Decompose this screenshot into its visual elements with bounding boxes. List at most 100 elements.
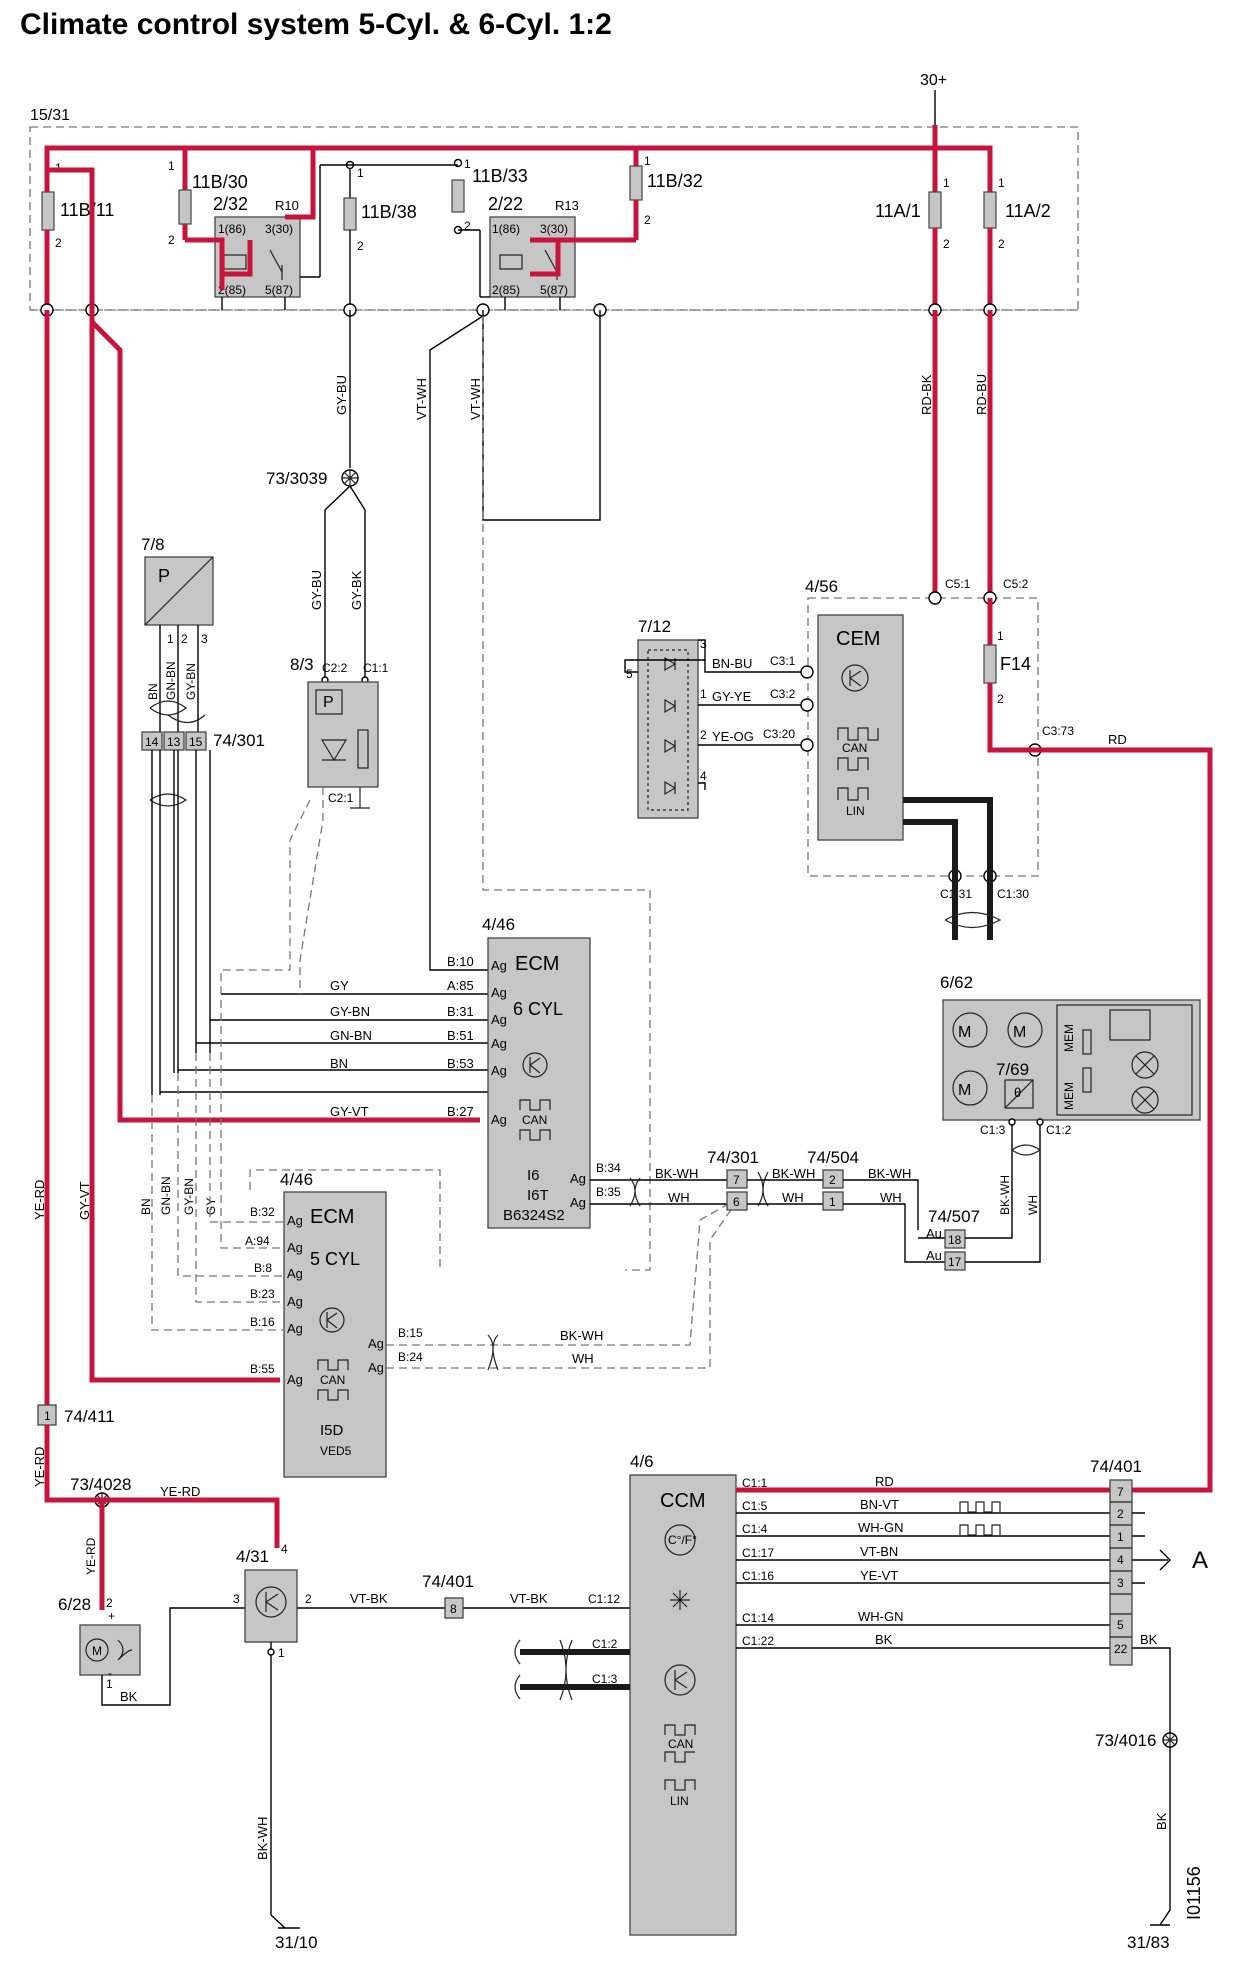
connector-74-401-inline: 74/401 8 (422, 1572, 474, 1619)
connector-74-507: 74/507 18 17 Au Au (926, 1207, 980, 1271)
svg-text:VT-BK: VT-BK (510, 1591, 548, 1606)
connector-74-401: 74/401 7 2 1 4 3 5 22 (1090, 1457, 1142, 1666)
fuse-11b-38: 1 2 11B/38 (343, 165, 417, 310)
svg-text:A:94: A:94 (245, 1234, 270, 1248)
fuse-11b-11: 1 2 11B/11 (41, 153, 114, 310)
svg-text:1: 1 (278, 1646, 285, 1660)
svg-text:11B/32: 11B/32 (647, 171, 703, 191)
svg-text:Ag: Ag (368, 1360, 384, 1375)
svg-text:2: 2 (829, 1173, 836, 1187)
svg-text:WH: WH (668, 1190, 690, 1205)
svg-text:2: 2 (700, 728, 707, 742)
svg-text:Ag: Ag (287, 1372, 303, 1387)
page-title: Climate control system 5-Cyl. & 6-Cyl. 1… (20, 8, 612, 41)
svg-text:7: 7 (1117, 1485, 1124, 1499)
svg-text:YE-RD: YE-RD (160, 1484, 200, 1499)
power-bus (44, 125, 993, 160)
svg-text:-: - (108, 1666, 112, 1680)
svg-text:5: 5 (1117, 1618, 1124, 1632)
svg-text:WH: WH (572, 1351, 594, 1366)
svg-text:BK-WH: BK-WH (655, 1166, 698, 1181)
svg-text:1: 1 (168, 159, 175, 173)
svg-text:1: 1 (106, 1677, 113, 1691)
svg-text:GN-BN: GN-BN (330, 1028, 372, 1043)
svg-text:BN-VT: BN-VT (860, 1497, 899, 1512)
splice-73-4016: 73/4016 (1095, 1731, 1178, 1750)
svg-text:Ag: Ag (570, 1195, 586, 1210)
svg-text:2: 2 (464, 219, 471, 233)
svg-text:+: + (108, 1609, 115, 1623)
svg-text:RD-BU: RD-BU (974, 374, 989, 415)
svg-text:BK: BK (875, 1632, 893, 1647)
svg-text:CCM: CCM (660, 1490, 706, 1512)
svg-text:VT-BK: VT-BK (350, 1591, 388, 1606)
svg-text:VT-BN: VT-BN (860, 1544, 898, 1559)
svg-text:74/504: 74/504 (807, 1148, 859, 1167)
svg-text:1: 1 (829, 1195, 836, 1209)
svg-text:Ag: Ag (491, 1012, 507, 1027)
svg-text:B:35: B:35 (596, 1185, 621, 1199)
svg-text:3(30): 3(30) (265, 222, 293, 236)
svg-text:2: 2 (644, 213, 651, 227)
svg-text:74/401: 74/401 (1090, 1457, 1142, 1476)
svg-text:C1:30: C1:30 (997, 887, 1029, 901)
svg-text:BN: BN (139, 1198, 153, 1215)
svg-text:Ag: Ag (287, 1266, 303, 1281)
svg-text:GN-BN: GN-BN (164, 661, 178, 700)
svg-text:CAN: CAN (842, 741, 867, 755)
svg-text:GN-BN: GN-BN (159, 1176, 173, 1215)
svg-text:C1:22: C1:22 (742, 1634, 774, 1648)
svg-text:1: 1 (167, 632, 174, 646)
svg-text:15: 15 (189, 735, 203, 749)
svg-text:B:16: B:16 (250, 1315, 275, 1329)
svg-text:BK-WH: BK-WH (998, 1175, 1012, 1215)
svg-text:6: 6 (733, 1195, 740, 1209)
svg-text:C2:2: C2:2 (322, 661, 348, 675)
svg-text:2: 2 (943, 237, 950, 251)
svg-text:GY-VT: GY-VT (77, 1181, 92, 1220)
svg-text:C3:73: C3:73 (1042, 724, 1074, 738)
svg-text:I5D: I5D (320, 1422, 344, 1439)
svg-text:BN-BU: BN-BU (712, 656, 752, 671)
svg-text:M: M (958, 1024, 971, 1041)
svg-text:11B/33: 11B/33 (472, 166, 528, 186)
svg-text:2: 2 (181, 632, 188, 646)
svg-text:1: 1 (1117, 1530, 1124, 1544)
svg-text:4: 4 (1117, 1553, 1124, 1567)
svg-text:3: 3 (1117, 1576, 1124, 1590)
svg-text:B6324S2: B6324S2 (503, 1207, 565, 1224)
svg-text:MEM: MEM (1062, 1082, 1076, 1110)
svg-text:I6: I6 (527, 1167, 540, 1184)
svg-text:P: P (323, 694, 334, 711)
svg-text:GY-BN: GY-BN (330, 1004, 370, 1019)
svg-text:C1:5: C1:5 (742, 1499, 768, 1513)
svg-text:C5:1: C5:1 (945, 577, 971, 591)
svg-text:C1:1: C1:1 (363, 661, 389, 675)
svg-text:73/4028: 73/4028 (70, 1475, 131, 1494)
svg-text:GY: GY (330, 978, 349, 993)
svg-text:GY: GY (204, 1198, 218, 1215)
svg-text:C1:14: C1:14 (742, 1611, 774, 1625)
relay-2-22: 2/22 R13 1(86) 3(30) 2(85) 5(87) (488, 194, 579, 298)
svg-text:2(85): 2(85) (218, 283, 246, 297)
svg-text:22: 22 (1114, 1642, 1128, 1656)
svg-text:C1:17: C1:17 (742, 1546, 774, 1560)
svg-text:B:53: B:53 (447, 1056, 474, 1071)
svg-text:74/507: 74/507 (928, 1207, 980, 1226)
svg-text:B:24: B:24 (398, 1350, 423, 1364)
ecm-6-cyl: 4/46 ECM 6 CYL CAN I6 I6T B6324S2 B:10 A… (447, 915, 621, 1229)
svg-text:GY-BN: GY-BN (182, 1178, 196, 1215)
fuse-11a-2: 1 2 11A/2 (983, 160, 1051, 310)
svg-text:ECM: ECM (515, 953, 559, 975)
svg-text:6/62: 6/62 (940, 973, 973, 992)
svg-text:4: 4 (281, 1542, 288, 1556)
svg-text:1: 1 (700, 687, 707, 701)
svg-text:4/6: 4/6 (630, 1452, 654, 1471)
svg-text:2/32: 2/32 (213, 194, 248, 214)
connector-74-301-left: 14 13 15 74/301 (141, 731, 265, 751)
splice-73-3039: 73/3039 (266, 469, 359, 488)
svg-text:11A/1: 11A/1 (875, 201, 921, 221)
svg-text:C2:1: C2:1 (328, 791, 354, 805)
svg-text:GY-BU: GY-BU (334, 375, 349, 415)
